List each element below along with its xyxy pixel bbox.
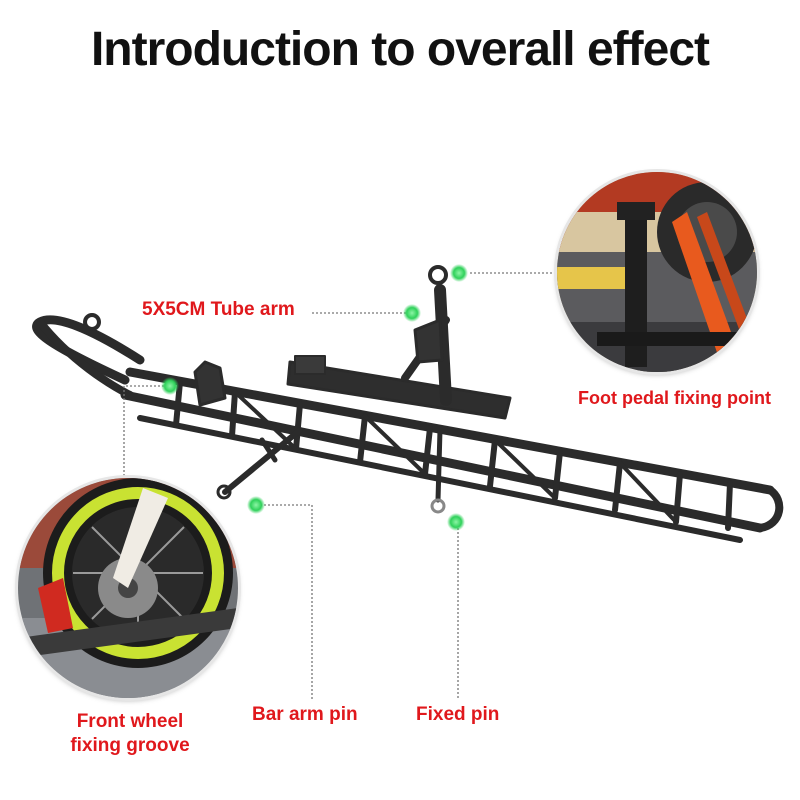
label-fixed-pin: Fixed pin bbox=[416, 704, 500, 725]
motorcycle-rack bbox=[32, 265, 784, 543]
front-wheel-detail-photo bbox=[18, 478, 238, 698]
page-title: Introduction to overall effect bbox=[90, 23, 710, 76]
label-bar-arm-pin: Bar arm pin bbox=[252, 704, 358, 725]
label-tube-arm: 5X5CM Tube arm bbox=[142, 299, 295, 320]
hotspot-markers bbox=[161, 264, 468, 531]
label-front-wheel-line2: fixing groove bbox=[70, 735, 190, 756]
label-foot-pedal-fixing-point: Foot pedal fixing point bbox=[578, 388, 771, 408]
label-front-wheel-fixing-groove: Front wheel fixing groove bbox=[50, 710, 210, 758]
foot-pedal-detail-photo bbox=[557, 172, 757, 372]
label-front-wheel-line1: Front wheel bbox=[76, 711, 184, 732]
